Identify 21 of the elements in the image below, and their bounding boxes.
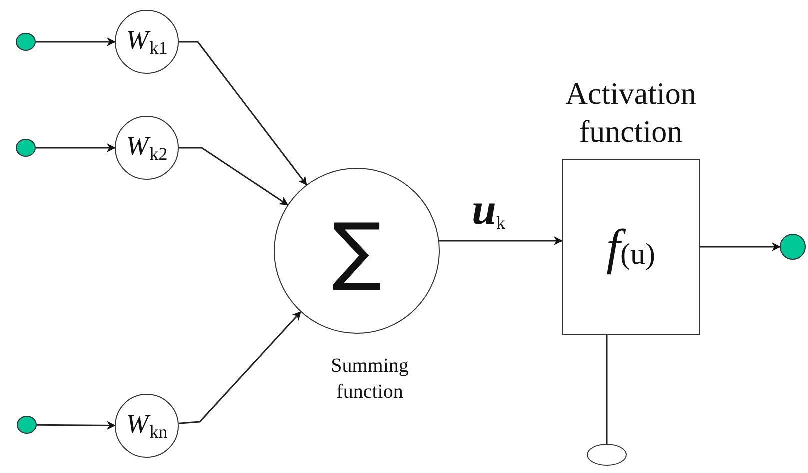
- node-caption: Summing function: [330, 354, 410, 405]
- arrow: [700, 242, 781, 252]
- arrow: [439, 236, 563, 246]
- circle-node: [16, 33, 36, 51]
- weight-label: W$_{k1}$: [126, 25, 168, 59]
- arrow: [179, 41, 308, 186]
- circle-node: [16, 139, 36, 157]
- function-label: f(u): [606, 218, 656, 276]
- arrow: [178, 311, 302, 424]
- circle-node: [17, 416, 37, 434]
- circle-node: [587, 444, 627, 466]
- sigma-symbol: ∑: [332, 214, 382, 288]
- edge-label: u$_{k}$: [472, 188, 506, 232]
- arrow: [37, 421, 116, 430]
- arrow: [36, 38, 116, 46]
- weight-label: W$_{k2}$: [126, 131, 168, 165]
- weight-label: W$_{kn}$: [126, 409, 168, 443]
- arrow: [179, 147, 289, 206]
- arrow: [36, 144, 116, 152]
- circle-node: [780, 234, 806, 260]
- node-heading: Activation function: [564, 74, 698, 152]
